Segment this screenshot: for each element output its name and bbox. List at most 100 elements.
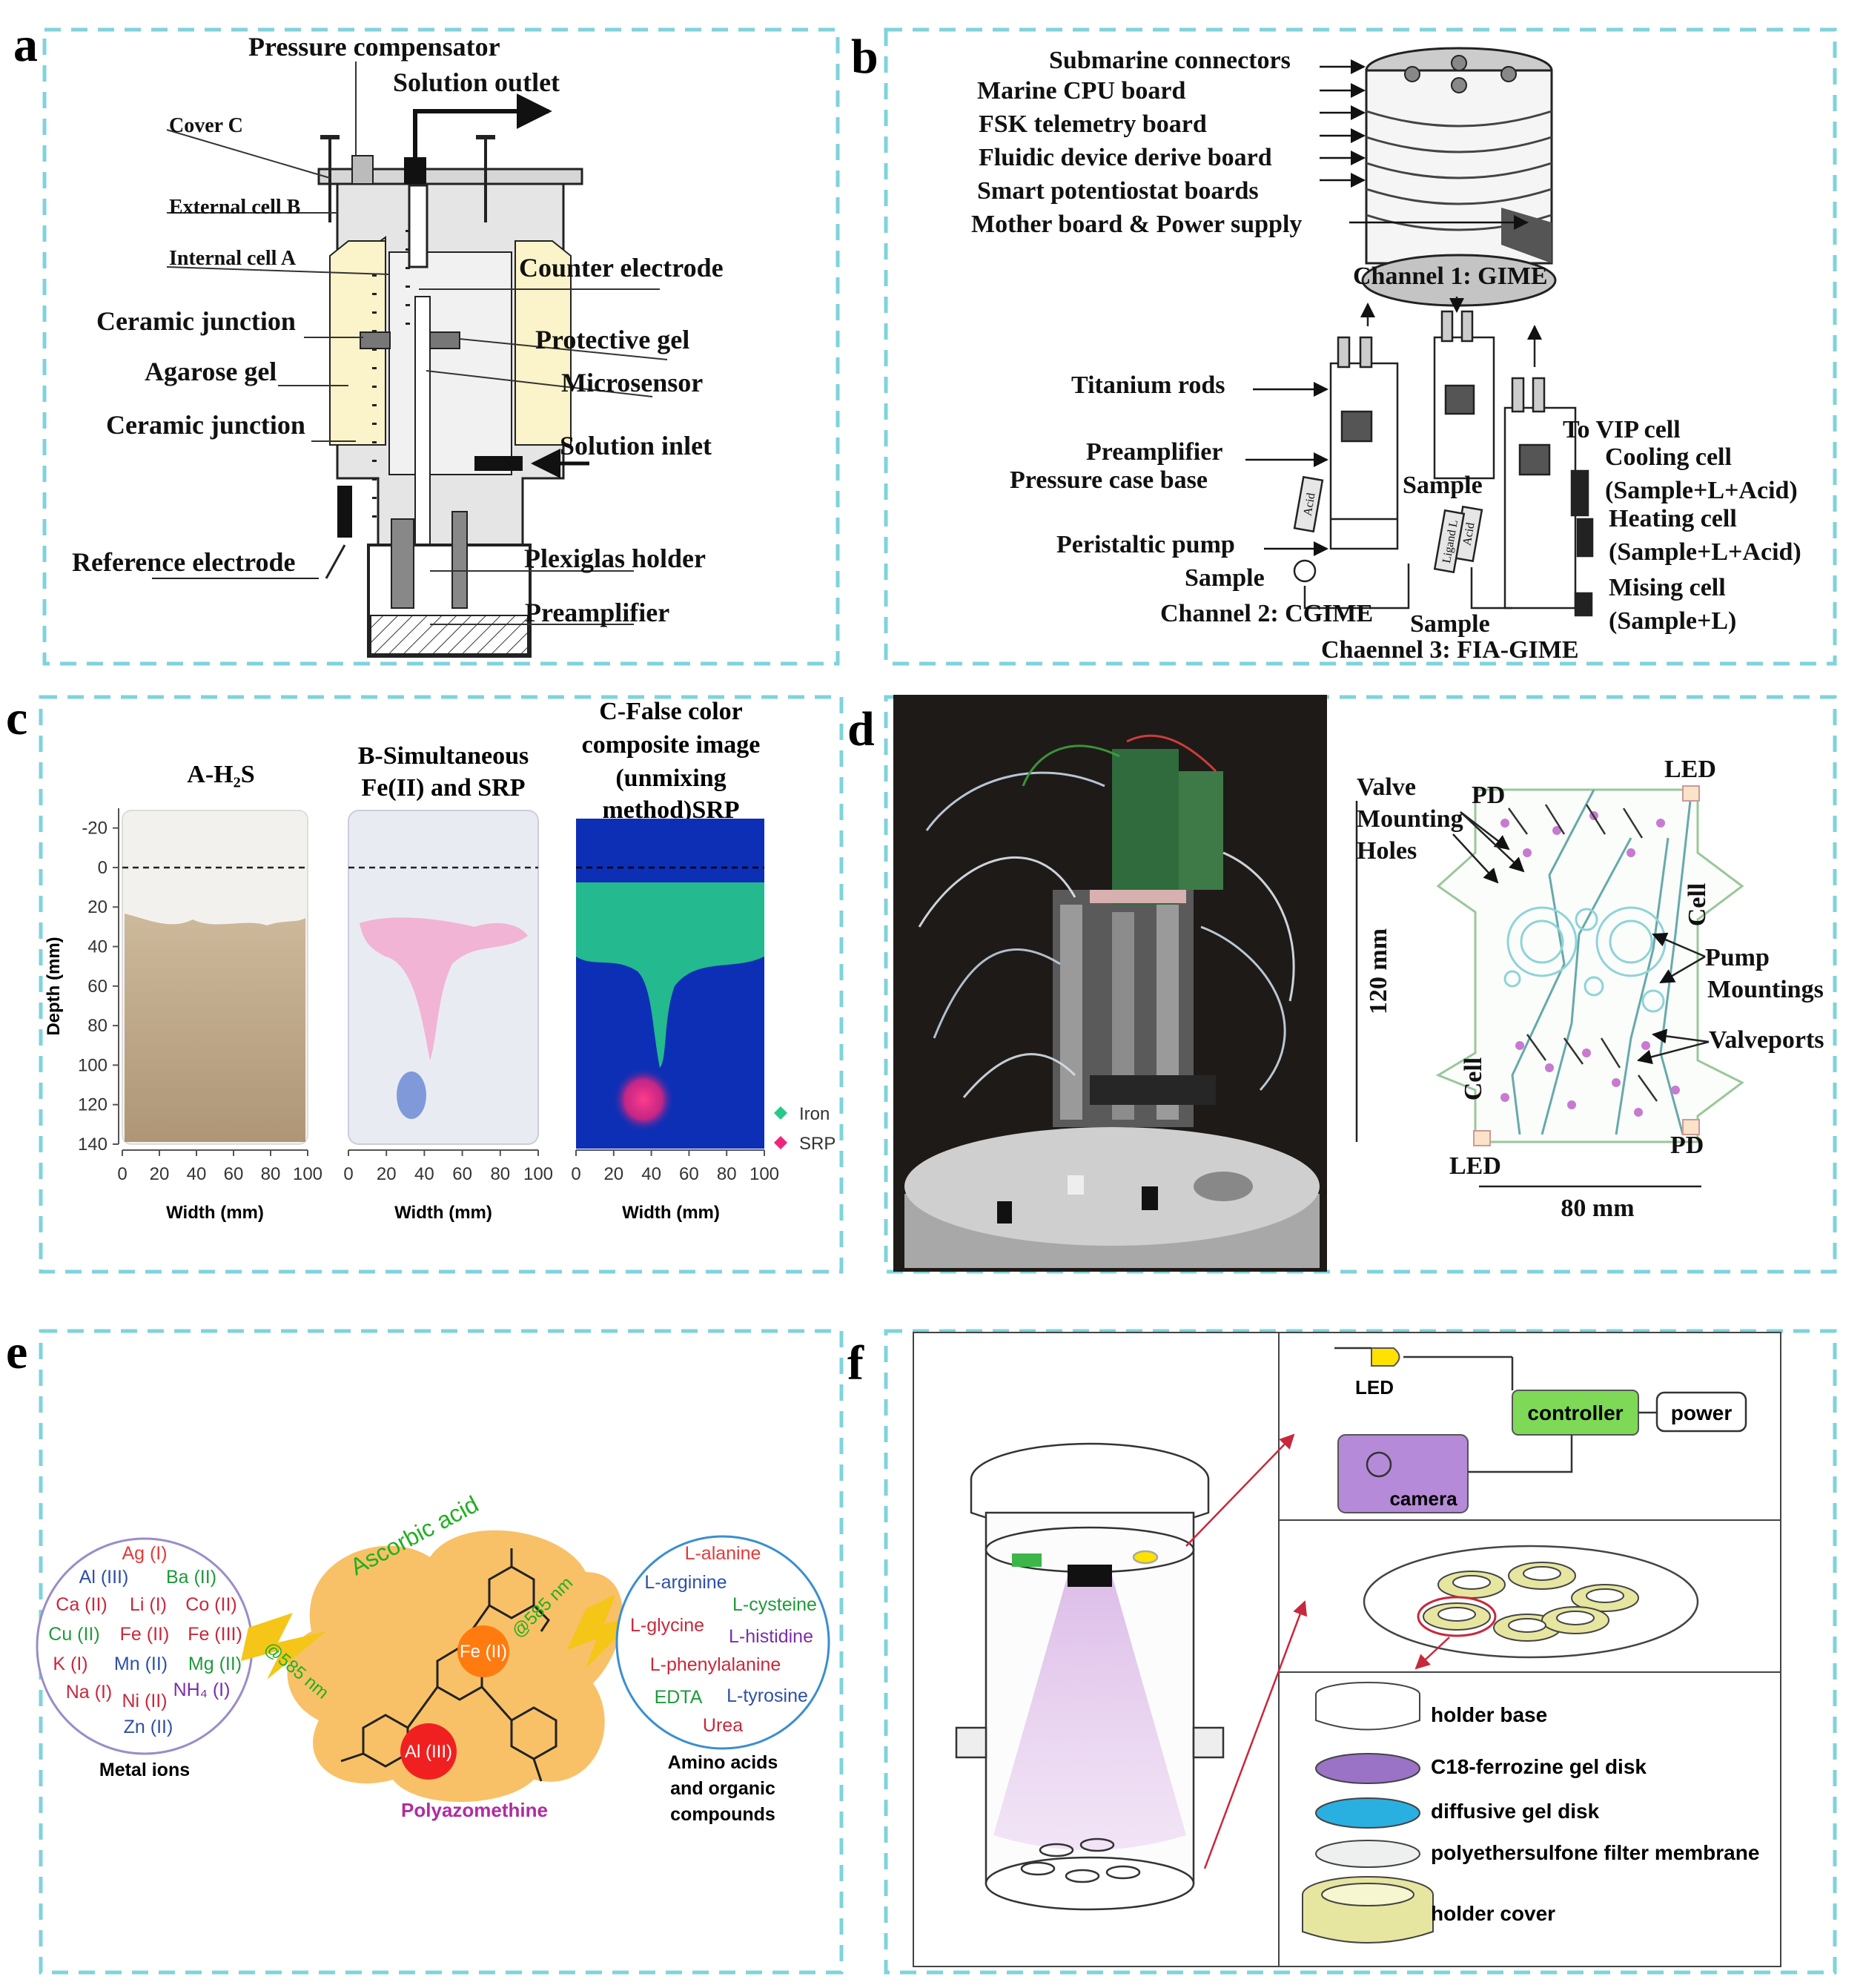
amino-label-line1: Amino acids: [668, 1752, 778, 1773]
instrument-stack: [1361, 47, 1557, 307]
label-led-top: LED: [1664, 756, 1716, 783]
label-mising-content: (Sample+L): [1609, 607, 1736, 635]
x-tick-label: 60: [452, 1164, 472, 1184]
panel-d-letter: d: [847, 702, 875, 756]
x-tick-label: 40: [414, 1164, 434, 1184]
label-fluidic-device-board: Fluidic device derive board: [979, 144, 1272, 171]
label-to-vip-cell: To VIP cell: [1563, 416, 1681, 443]
label-sample-bottom: Sample: [1410, 610, 1490, 638]
panel-c-legend: Iron SRP: [774, 1104, 835, 1154]
panel-c-letter: c: [6, 691, 27, 745]
label-ceramic-junction-top: Ceramic junction: [96, 306, 296, 336]
metal-ion-item: Fe (III): [188, 1624, 242, 1645]
label-valve-line2: Mounting: [1357, 805, 1463, 833]
x-tick-label: 0: [571, 1164, 580, 1184]
amino-acid-item: EDTA: [655, 1687, 703, 1708]
label-mising-cell: Mising cell: [1609, 574, 1726, 601]
label-ceramic-junction-bottom: Ceramic junction: [106, 410, 305, 440]
c18-gel-label: C18-ferrozine gel disk: [1431, 1755, 1647, 1778]
label-agarose-gel: Agarose gel: [145, 357, 277, 386]
amino-acids-circle: [615, 1535, 830, 1750]
label-cell-right: Cell: [1684, 883, 1711, 927]
metal-ion-item: Mn (II): [114, 1654, 168, 1674]
label-valve-line1: Valve: [1357, 773, 1416, 801]
y-tick-label: 60: [87, 977, 107, 997]
metal-ion-item: Ag (I): [122, 1543, 167, 1564]
label-reference-electrode: Reference electrode: [72, 547, 296, 577]
subpanel-title-b-line2: Fe(II) and SRP: [361, 774, 525, 802]
y-tick-label: 100: [78, 1055, 107, 1075]
amino-acid-item: L-tyrosine: [727, 1685, 808, 1706]
metal-ions-label: Metal ions: [99, 1760, 190, 1780]
label-plexiglas-holder: Plexiglas holder: [524, 544, 706, 573]
gel-image-fe-srp: [348, 810, 539, 1145]
holder-base-label: holder base: [1431, 1703, 1547, 1726]
label-sample-left: Sample: [1185, 564, 1265, 592]
fluidic-board-drawing: [1355, 785, 1744, 1188]
al-label: Al (III): [405, 1742, 452, 1762]
subpanel-title-a: A-H₂S: [187, 761, 254, 788]
label-preamplifier-b: Preamplifier: [1086, 438, 1222, 466]
legend-iron-marker: [774, 1106, 787, 1120]
x-tick-label: 80: [717, 1164, 737, 1184]
metal-ion-item: Al (III): [79, 1567, 129, 1588]
gel-image-false-color: [576, 819, 764, 1149]
metal-ion-item: Ca (II): [56, 1594, 107, 1615]
label-peristaltic-pump: Peristaltic pump: [1056, 531, 1235, 558]
panel-b-letter: b: [851, 30, 878, 84]
y-tick-label: 120: [78, 1095, 107, 1115]
amino-acid-item: L-arginine: [644, 1572, 727, 1593]
amino-acid-item: L-alanine: [685, 1543, 761, 1564]
x-tick-label: 0: [117, 1164, 127, 1184]
acid-tag-left: Acid: [1301, 492, 1317, 517]
label-solution-outlet: Solution outlet: [393, 67, 560, 97]
panel-f-letter: f: [847, 1336, 864, 1390]
label-pd-top: PD: [1472, 782, 1505, 809]
y-tick-label: 0: [98, 858, 107, 878]
label-led-bottom: LED: [1449, 1152, 1501, 1180]
metal-ion-item: K (I): [53, 1654, 87, 1674]
x-axis-label-3: Width (mm): [622, 1203, 720, 1223]
label-counter-electrode: Counter electrode: [519, 253, 724, 283]
metal-ion-item: Na (I): [66, 1682, 113, 1703]
fe-label: Fe (II): [460, 1642, 507, 1662]
camera-label: camera: [1389, 1487, 1457, 1510]
y-tick-label: 20: [87, 897, 107, 917]
label-heating-cell: Heating cell: [1609, 505, 1737, 532]
metal-ion-item: Co (II): [185, 1594, 236, 1615]
led-label-f: LED: [1355, 1376, 1394, 1398]
amino-acid-item: L-cysteine: [732, 1594, 817, 1615]
x-tick-label: 80: [490, 1164, 510, 1184]
panel-b-arrows: [1245, 59, 1529, 556]
gel-image-h2s: [122, 810, 308, 1145]
label-titanium-rods: Titanium rods: [1071, 371, 1225, 399]
power-label: power: [1671, 1401, 1733, 1424]
amino-label-line2: and organic: [670, 1778, 775, 1799]
subpanel-title-c-line2: composite image: [582, 731, 761, 759]
panel-c: c A-H₂S B-Simultaneous Fe(II) and SRP C-…: [6, 691, 844, 1274]
subpanel-title-c-line3: (unmixing: [615, 765, 726, 792]
panel-a-leaders: [166, 62, 668, 625]
label-channel2: Channel 2: CGIME: [1160, 600, 1373, 627]
x-tick-label: 40: [641, 1164, 661, 1184]
channel-cells: Acid Acid Ligand L: [1293, 297, 1594, 617]
metal-ions-list: Ag (I)Al (III)Ba (II)Ca (II)Li (I)Co (II…: [48, 1543, 242, 1737]
amino-acid-item: L-histidine: [729, 1626, 813, 1647]
panel-f-frame: [884, 1329, 1837, 1975]
label-cover-c: Cover C: [169, 114, 243, 137]
label-microsensor: Microsensor: [561, 368, 703, 397]
panel-a-labels: Pressure compensator Solution outlet Cov…: [72, 32, 724, 627]
metal-ion-item: Ba (II): [166, 1567, 216, 1588]
amino-label-line3: compounds: [670, 1804, 775, 1825]
label-cell-left: Cell: [1460, 1057, 1487, 1101]
x-axis-label-2: Width (mm): [394, 1203, 492, 1223]
label-pump-line1: Pump: [1705, 944, 1770, 971]
y-axis-label: Depth (mm): [44, 937, 64, 1035]
label-external-cell-b: External cell B: [169, 196, 300, 219]
label-cooling-content: (Sample+L+Acid): [1605, 477, 1798, 504]
amino-acid-item: Urea: [703, 1715, 743, 1736]
panel-d-labels: LED PD Valve Mounting Holes Cell Cell Pu…: [1357, 756, 1824, 1222]
control-schematic: LED controller power camera: [1334, 1347, 1747, 1513]
metal-ion-item: Cu (II): [48, 1624, 99, 1645]
